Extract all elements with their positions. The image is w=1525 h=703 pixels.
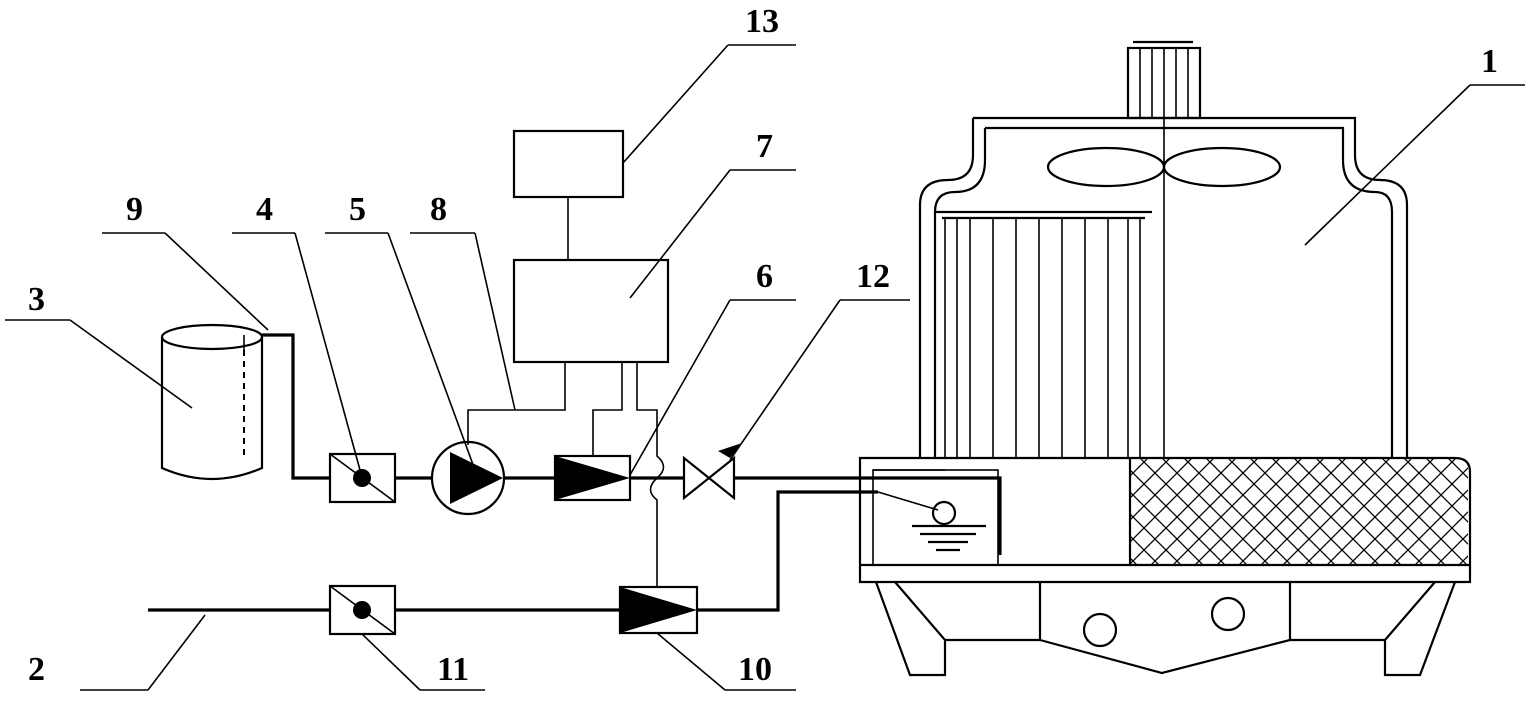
fan-motor [1126,40,1202,120]
cooling-tower [858,40,1472,677]
label-11: 11 [437,651,469,688]
label-4: 4 [256,191,273,228]
makeup-water-pipe [148,490,878,612]
remote-module [512,129,625,199]
label-7: 7 [756,128,773,165]
label-6: 6 [756,258,773,295]
drain-port-2 [1210,596,1246,632]
louver-mesh [1131,459,1468,564]
dosing-pipe [262,333,1002,555]
label-10: 10 [738,651,772,688]
tower-leg-left [874,581,947,677]
chemical-tank [160,323,264,481]
float-chamber [872,469,999,566]
filter-11 [328,584,397,636]
label-2: 2 [28,651,45,688]
leader-lines [5,44,1525,691]
check-valve-12 [682,443,742,501]
label-3: 3 [28,281,45,318]
control-wiring [467,197,665,587]
label-9: 9 [126,191,143,228]
tower-leg-right [1383,581,1457,677]
label-5: 5 [349,191,366,228]
label-8: 8 [430,191,447,228]
dosing-pump [430,440,506,516]
tower-shell-outer [918,116,1409,458]
tower-shell-inner [933,126,1394,458]
label-13: 13 [745,3,779,40]
float-arm [877,491,939,511]
label-1: 1 [1481,43,1498,80]
drain-port-1 [1082,612,1118,648]
controller [512,258,670,364]
tower-base-frame [945,582,1385,675]
fan-blade-right [1162,146,1282,188]
float-ball [931,500,957,526]
solenoid-valve-6 [553,454,632,502]
fill-media [935,210,1152,458]
fan-blade-left [1046,146,1166,188]
filter-4 [328,452,397,504]
solenoid-valve-10 [618,585,699,635]
label-12: 12 [856,258,890,295]
